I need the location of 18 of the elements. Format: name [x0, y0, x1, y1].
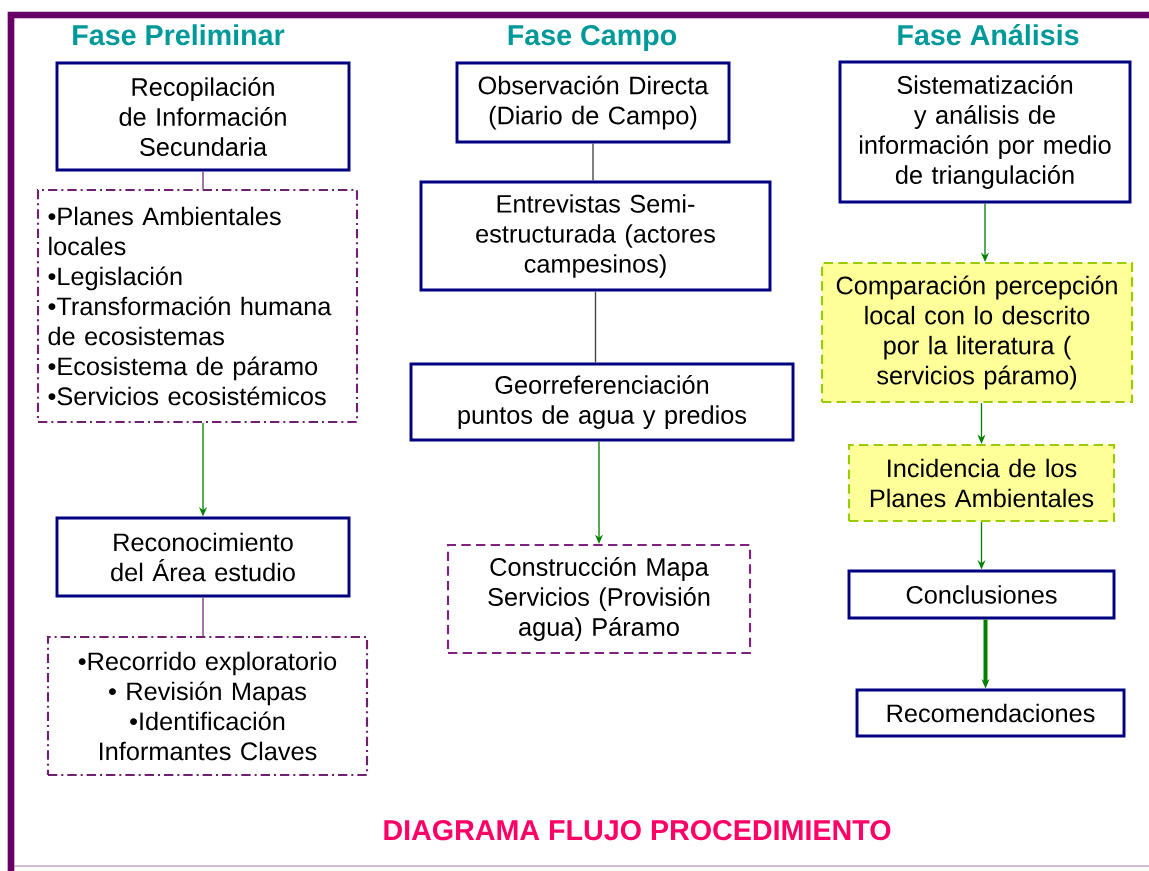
connector-line: [202, 596, 204, 637]
process-box: Recomendaciones: [855, 688, 1126, 738]
highlight-box: Incidencia de los Planes Ambientales: [847, 443, 1116, 523]
process-box: Georreferenciación puntos de agua y predios: [409, 362, 795, 442]
diagram-title: DIAGRAMA FLUJO PROCEDIMIENTO: [384, 820, 891, 841]
connector-line: [594, 290, 597, 364]
process-box: Entrevistas Semi-estructurada (actores campesinos): [419, 180, 772, 292]
connector-line: [202, 170, 204, 190]
list-box: •Recorrido exploratorio • Revisión Mapas •Identificación Informantes Claves: [46, 635, 369, 777]
process-box: Observación Directa (Diario de Campo): [455, 61, 731, 144]
process-box: Conclusiones: [847, 569, 1116, 620]
process-box: Reconocimiento del Área estudio: [55, 516, 351, 598]
process-box: Recopilación de Información Secundaria: [55, 61, 351, 172]
connector-line: [592, 142, 594, 182]
output-box: Construcción Mapa Servicios (Provisión agua) Páramo: [446, 543, 752, 655]
list-box: •Planes Ambientales locales •Legislación •Transformación humana de ecosistemas •Ecosistema de páramo •Servicios ecosistémicos: [36, 188, 359, 424]
process-box: Sistematización y análisis de información por medio de triangulación: [838, 60, 1132, 204]
highlight-box: Comparación percepción local con lo descrito por la literatura ( servicios páramo): [820, 261, 1134, 404]
